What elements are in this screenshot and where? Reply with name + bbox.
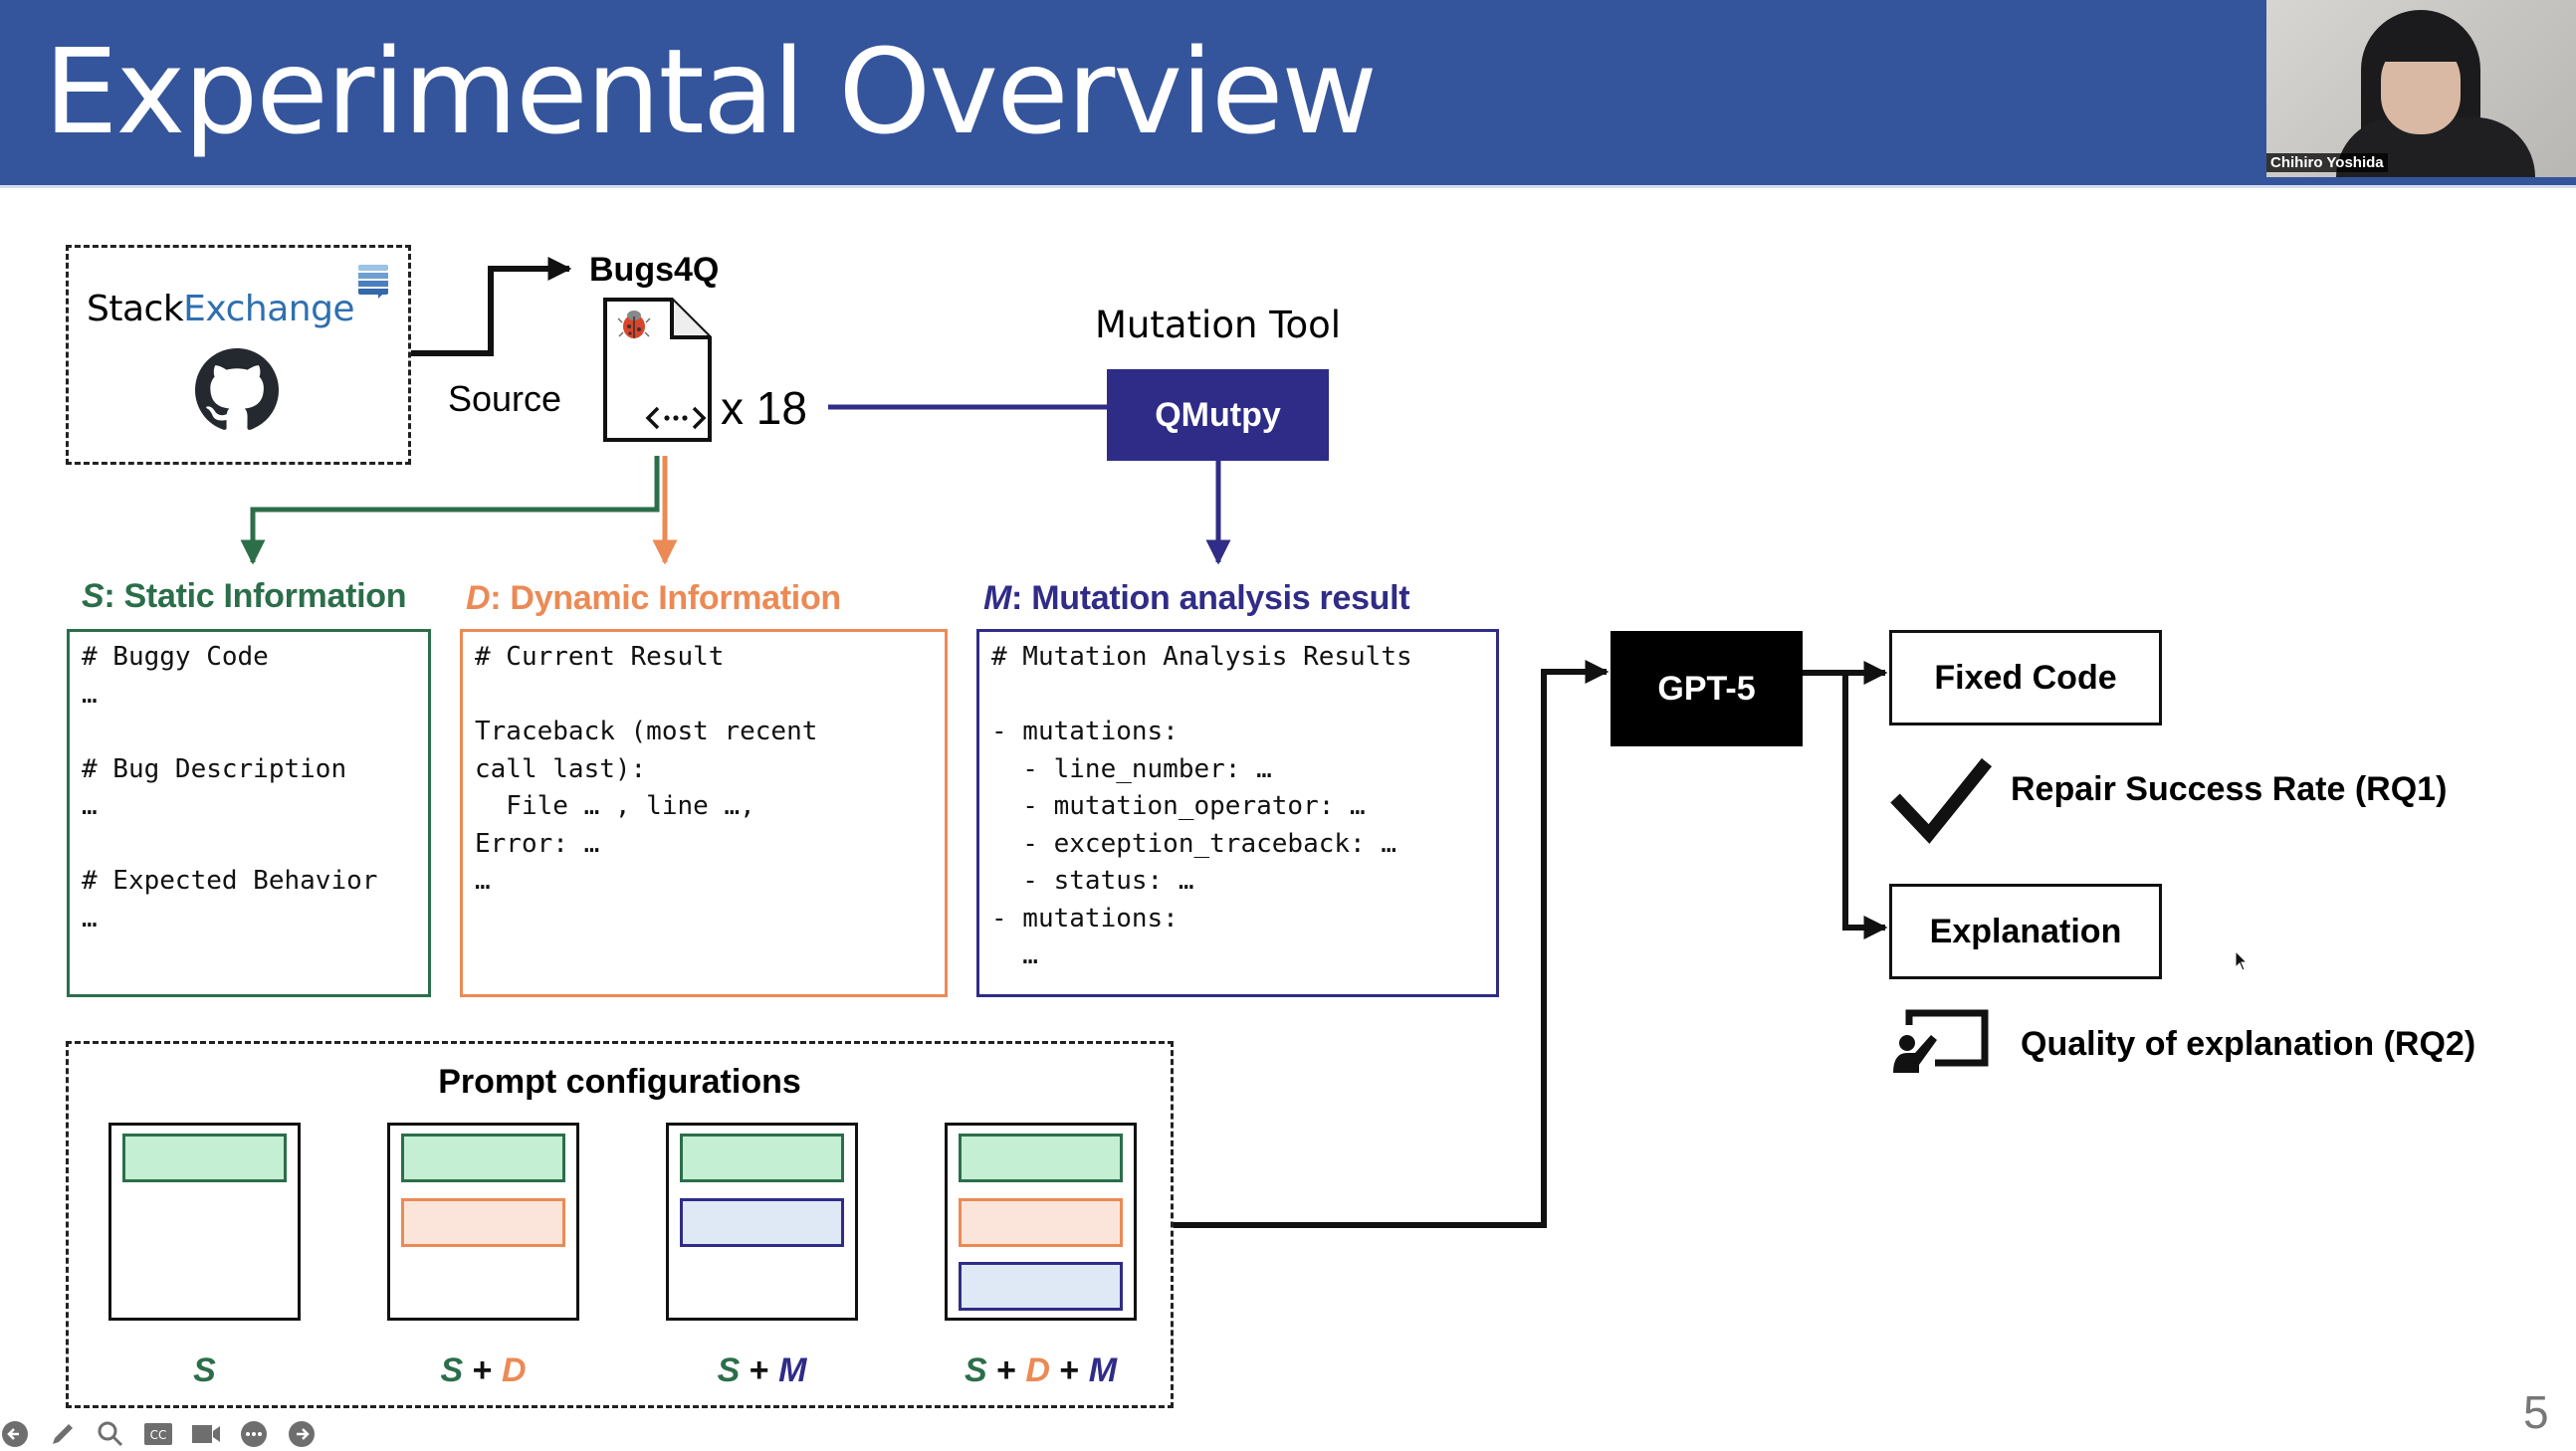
dynamic-title-text: : Dynamic Information <box>490 579 841 617</box>
bugs4q-label: Bugs4Q <box>589 251 720 289</box>
presentation-toolbar: CC <box>0 1417 317 1451</box>
static-segment <box>680 1134 844 1182</box>
gpt5-model-box: GPT-5 <box>1610 631 1803 746</box>
static-info-content: # Buggy Code … # Bug Description … # Exp… <box>82 642 378 933</box>
source-to-bugs4q-arrow <box>411 257 572 356</box>
camera-button[interactable] <box>191 1419 221 1449</box>
bugs4q-to-static-arrow <box>240 456 660 565</box>
dynamic-info-title: D: Dynamic Information <box>466 579 841 618</box>
closed-captions-icon: CC <box>144 1423 172 1445</box>
config-label-s-m: S + M <box>666 1351 858 1390</box>
gpt-to-explanation-arrow <box>1842 673 1888 939</box>
arrow-right-icon <box>289 1421 315 1447</box>
video-camera-icon <box>192 1425 220 1443</box>
label-plus: + <box>996 1351 1016 1389</box>
mutation-letter: M <box>983 579 1012 617</box>
config-label-s: S <box>108 1351 301 1390</box>
source-label: Source <box>448 378 562 419</box>
dynamic-info-box: # Current Result Traceback (most recent … <box>460 629 948 997</box>
more-options-button[interactable] <box>239 1419 269 1449</box>
static-info-box: # Buggy Code … # Bug Description … # Exp… <box>67 629 431 997</box>
stackexchange-logo: StackExchange <box>87 289 355 329</box>
label-part-s: S <box>193 1351 216 1389</box>
label-part-s: S <box>717 1351 741 1389</box>
static-segment <box>959 1134 1123 1182</box>
pen-button[interactable] <box>48 1419 78 1449</box>
next-slide-button[interactable] <box>287 1419 317 1449</box>
previous-slide-button[interactable] <box>0 1419 30 1449</box>
pencil-icon <box>53 1424 73 1444</box>
dynamic-info-content: # Current Result Traceback (most recent … <box>475 642 818 896</box>
static-segment <box>122 1134 287 1182</box>
more-icon <box>241 1421 267 1447</box>
zoom-button[interactable] <box>96 1419 125 1449</box>
stackexchange-icon <box>358 265 388 299</box>
stackexchange-logo-exchange: Exchange <box>183 289 355 329</box>
label-part-d: D <box>501 1351 527 1389</box>
mutation-result-content: # Mutation Analysis Results - mutations:… <box>991 642 1412 970</box>
checkmark-icon <box>1889 752 1993 844</box>
mutation-result-title: M: Mutation analysis result <box>983 579 1410 618</box>
prompt-config-s <box>108 1123 301 1321</box>
static-title-text: : Static Information <box>104 577 407 615</box>
captions-button[interactable]: CC <box>143 1419 173 1449</box>
header-divider <box>0 185 2576 188</box>
label-part-m: M <box>1088 1351 1118 1389</box>
slide-page-number: 5 <box>2523 1386 2549 1438</box>
dynamic-segment <box>401 1198 565 1247</box>
stackexchange-logo-stack: Stack <box>87 289 184 329</box>
rq1-label: Repair Success Rate (RQ1) <box>2011 770 2448 808</box>
magnifier-icon <box>98 1421 123 1447</box>
mutation-result-box: # Mutation Analysis Results - mutations:… <box>976 629 1499 997</box>
label-part-m: M <box>778 1351 807 1389</box>
speaker-video-tile[interactable] <box>2266 0 2576 177</box>
prompt-config-s-d-m <box>945 1123 1137 1321</box>
config-label-s-d: S + D <box>387 1351 579 1390</box>
dynamic-letter: D <box>466 579 491 617</box>
qmutpy-box: QMutpy <box>1107 369 1329 461</box>
mutation-tool-label: Mutation Tool <box>1095 304 1342 346</box>
participant-name-label: Chihiro Yoshida <box>2266 153 2388 172</box>
config-label-s-d-m: S + D + M <box>945 1351 1137 1390</box>
static-segment <box>401 1134 565 1182</box>
buggy-program-file-icon <box>602 297 714 444</box>
prompt-config-s-d <box>387 1123 579 1321</box>
label-part-s: S <box>440 1351 464 1389</box>
code-brackets-icon <box>645 406 707 430</box>
mutation-title-text: : Mutation analysis result <box>1011 579 1410 617</box>
mutation-segment <box>680 1198 844 1247</box>
label-plus: + <box>749 1351 769 1389</box>
rq2-label: Quality of explanation (RQ2) <box>2021 1025 2476 1063</box>
mouse-cursor-icon <box>2235 949 2249 972</box>
data-sources-box <box>66 245 411 465</box>
dynamic-segment <box>959 1198 1123 1247</box>
label-plus: + <box>1059 1351 1080 1389</box>
slide-title: Experimental Overview <box>44 23 1378 160</box>
label-part-d: D <box>1025 1351 1050 1389</box>
static-info-title: S: Static Information <box>82 577 406 616</box>
github-icon <box>195 348 279 432</box>
prompt-configurations-box <box>66 1041 1174 1408</box>
static-letter: S <box>82 577 105 615</box>
fixed-code-box: Fixed Code <box>1889 630 2162 726</box>
prompt-configurations-title: Prompt configurations <box>438 1063 801 1101</box>
explanation-box: Explanation <box>1889 884 2162 979</box>
label-plus: + <box>472 1351 493 1389</box>
arrow-left-icon <box>2 1421 28 1447</box>
bug-count-label: x 18 <box>721 382 807 434</box>
svg-text:CC: CC <box>150 1428 167 1442</box>
label-part-s: S <box>964 1351 987 1389</box>
slide-header <box>0 0 2576 185</box>
mutation-segment <box>959 1262 1123 1311</box>
ladybug-icon <box>617 311 651 338</box>
speaker-bangs <box>2378 22 2464 62</box>
prompt-config-s-m <box>666 1123 858 1321</box>
presentation-icon <box>1891 1009 1991 1075</box>
